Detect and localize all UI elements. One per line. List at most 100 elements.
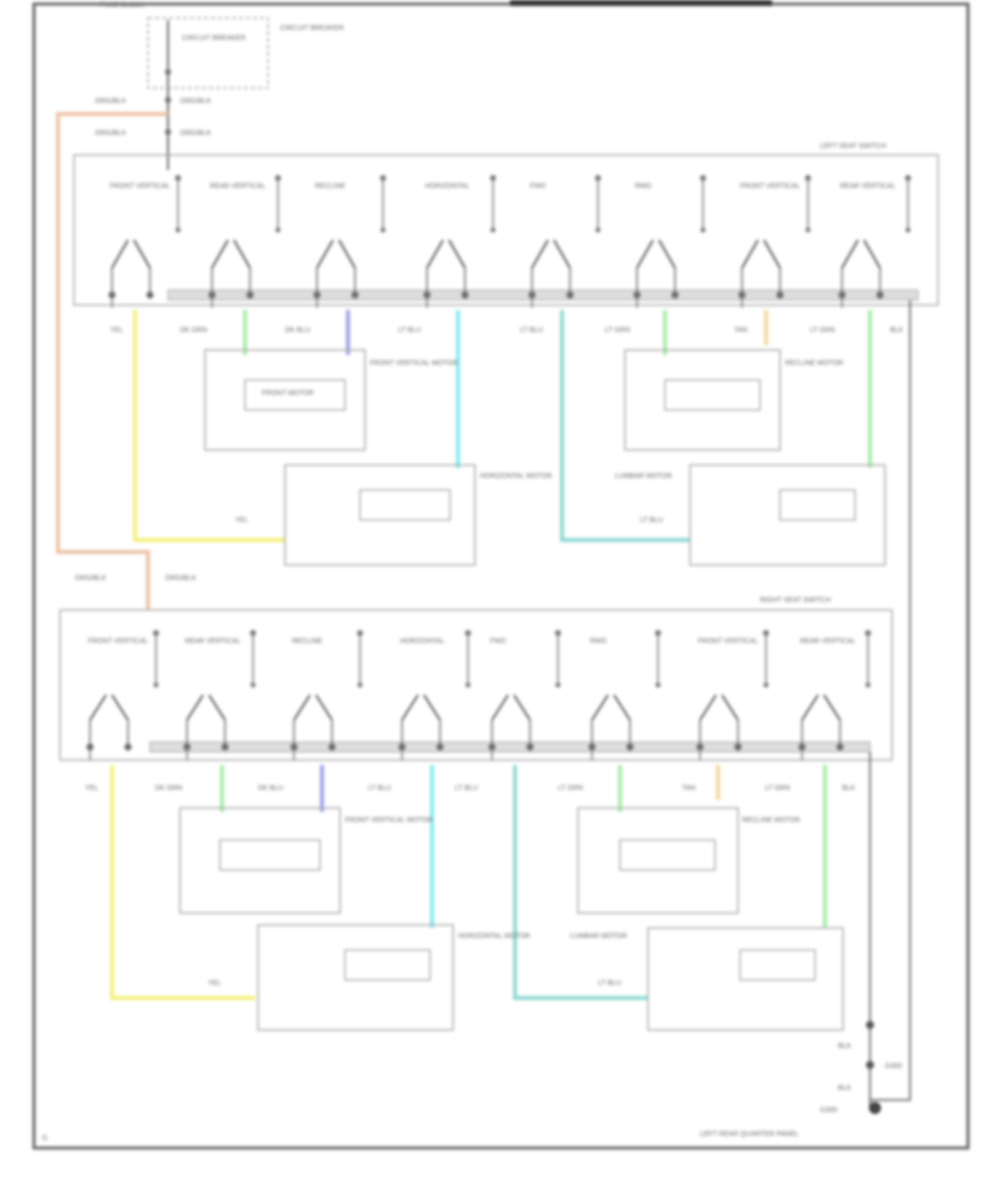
left-switch-blade-right [863,239,881,269]
left-recline-motor-label: RECLINE MOTOR [785,360,843,367]
right-switch-contact [250,682,256,688]
right-switch-blade-left [401,694,419,721]
right-switch-segment-front-vertical: FRONT VERTICAL [696,630,769,760]
left-switch-blade-left [426,239,444,269]
right-wire-label-blk: BLK [842,785,856,792]
right-front-vertical-motor-inner [219,839,321,871]
power-supply-area: FUSE BLOCK CIRCUIT BREAKER CIRCUIT BREAK… [56,2,344,610]
right-lumbar-motor-inner [739,949,816,981]
right-wire-label-tan: TAN [682,785,695,792]
right-wire-teal [513,765,648,1000]
left-front-vertical-motor-inner-label: FRONT MOTOR [262,390,314,397]
left-switch-blade-left [741,239,759,269]
left-lumbar-motor-inner [779,489,856,521]
left-wire-label-dkgrn: DK GRN [180,327,207,334]
left-switch-wires: YEL DK GRN DK BLU LT BLU LT BLU LT GRN T… [110,310,904,542]
left-wire-yellow [133,310,285,542]
left-switch-blade-left [841,239,859,269]
left-wire-label-ltgrn-2: LT GRN [810,327,835,334]
right-switch-blade-right [111,694,129,721]
left-switch-segment-label: RWD [635,183,652,190]
right-switch-bus [149,741,871,753]
right-wire-label-ltgrn: LT GRN [558,785,583,792]
right-wire-label-yel: YEL [85,785,98,792]
left-switch-contact [175,227,181,233]
ground-wire-label-2: BLK [838,1085,852,1092]
right-switch-blade-right [823,694,841,721]
page-frame [32,2,970,1150]
right-front-vertical-motor [179,807,341,914]
left-switch-blade-right [338,239,356,269]
ground-splice-label: G300 [885,1063,902,1070]
right-switch-contact [865,682,871,688]
right-switch-segment-label: FRONT VERTICAL [698,638,758,645]
right-switch-label: RIGHT SEAT SWITCH [760,597,831,604]
left-switch-segment-lumbar-fwd: FWD [528,175,601,308]
page-code: G [42,1135,47,1142]
left-switch-blade-right [763,239,781,269]
left-horizontal-motor-label: HORIZONTAL MOTOR [480,473,552,480]
left-switch-segment-label: REAR VERTICAL [210,183,266,190]
left-switch-blade-left [211,239,229,269]
left-wire-label-tan: TAN [734,327,747,334]
left-lumbar-motor-label: LUMBAR MOTOR [615,473,672,480]
left-switch-housing [73,154,939,306]
orange-feed-wire [56,112,168,610]
right-switch-housing [59,609,893,761]
left-front-vertical-motor-label: FRONT VERTICAL MOTOR [370,360,458,367]
right-switch-blade-left [591,694,609,721]
left-horizontal-motor [284,464,476,566]
right-switch-blade-left [491,694,509,721]
right-switch-segment-label: HORIZONTAL [400,638,445,645]
left-recline-motor [624,349,781,451]
ground-point-label: G300 [820,1107,837,1114]
right-switch-wires: YEL DK GRN DK BLU LT BLU LT BLU LT GRN T… [85,765,856,1000]
right-switch-segment-label: RECLINE [292,638,323,645]
left-switch-segment-horizontal: HORIZONTAL [423,175,496,308]
left-wire-label-ltblu: LT BLU [398,327,421,334]
left-switch-segment-front-vertical: FRONT VERTICAL [738,175,811,308]
left-switch-segment-recline: RECLINE [313,175,386,308]
left-recline-motor-inner [664,379,761,411]
left-wire-label-dkblu: DK BLU [285,327,310,334]
left-lumbar-motor [689,464,886,566]
right-recline-motor [577,807,739,914]
right-recline-motor-inner [619,839,716,871]
right-horizontal-motor [257,924,454,1031]
left-horizontal-motor-inner [359,489,451,521]
left-switch-contact [700,227,706,233]
left-switch-blade-left [316,239,334,269]
left-wire-label-ltgrn: LT GRN [605,327,630,334]
left-wire-label-yel-2: YEL [235,517,248,524]
right-recline-motor-label: RECLINE MOTOR [742,817,800,824]
right-switch-segment-rear-vertical: REAR VERTICAL [183,630,256,760]
left-switch-contact [490,227,496,233]
left-switch-blade-right [658,239,676,269]
fuse-block-label: FUSE BLOCK [100,2,145,9]
right-switch-blade-right [613,694,631,721]
left-wire-teal [560,310,690,542]
left-switch-segment-label: FWD [530,183,546,190]
feed-wire-label-3: ORG/BLK [95,130,126,137]
right-front-vertical-motor-label: FRONT VERTICAL MOTOR [345,817,433,824]
left-wire-label-ltblu-2: LT BLU [520,327,543,334]
left-switch-segment-rear-vertical: REAR VERTICAL [208,175,281,308]
right-switch-contact [153,682,159,688]
left-switch-contact [380,227,386,233]
right-switch-segment-label: REAR VERTICAL [800,638,856,645]
right-switch-contact [655,682,661,688]
feed-wire-label-5: ORG/BLK [75,575,106,582]
right-switch-blade-left [186,694,204,721]
left-switch-contact [595,227,601,233]
feed-wire-label-1: ORG/BLK [95,98,126,105]
left-switch-blade-right [448,239,466,269]
right-switch-contact [763,682,769,688]
left-switch-blade-left [531,239,549,269]
ground-wire-left-switch [870,300,911,1101]
left-switch-blade-right [553,239,571,269]
left-switch-segment-front-vertical: FRONT VERTICAL [108,175,181,308]
right-switch-segment-front-vertical: FRONT VERTICAL [86,630,159,760]
ground-footnote: LEFT REAR QUARTER PANEL [700,1131,799,1138]
ground-circuit: BLK BLK G300 G300 LEFT REAR QUARTER PANE… [42,300,911,1142]
